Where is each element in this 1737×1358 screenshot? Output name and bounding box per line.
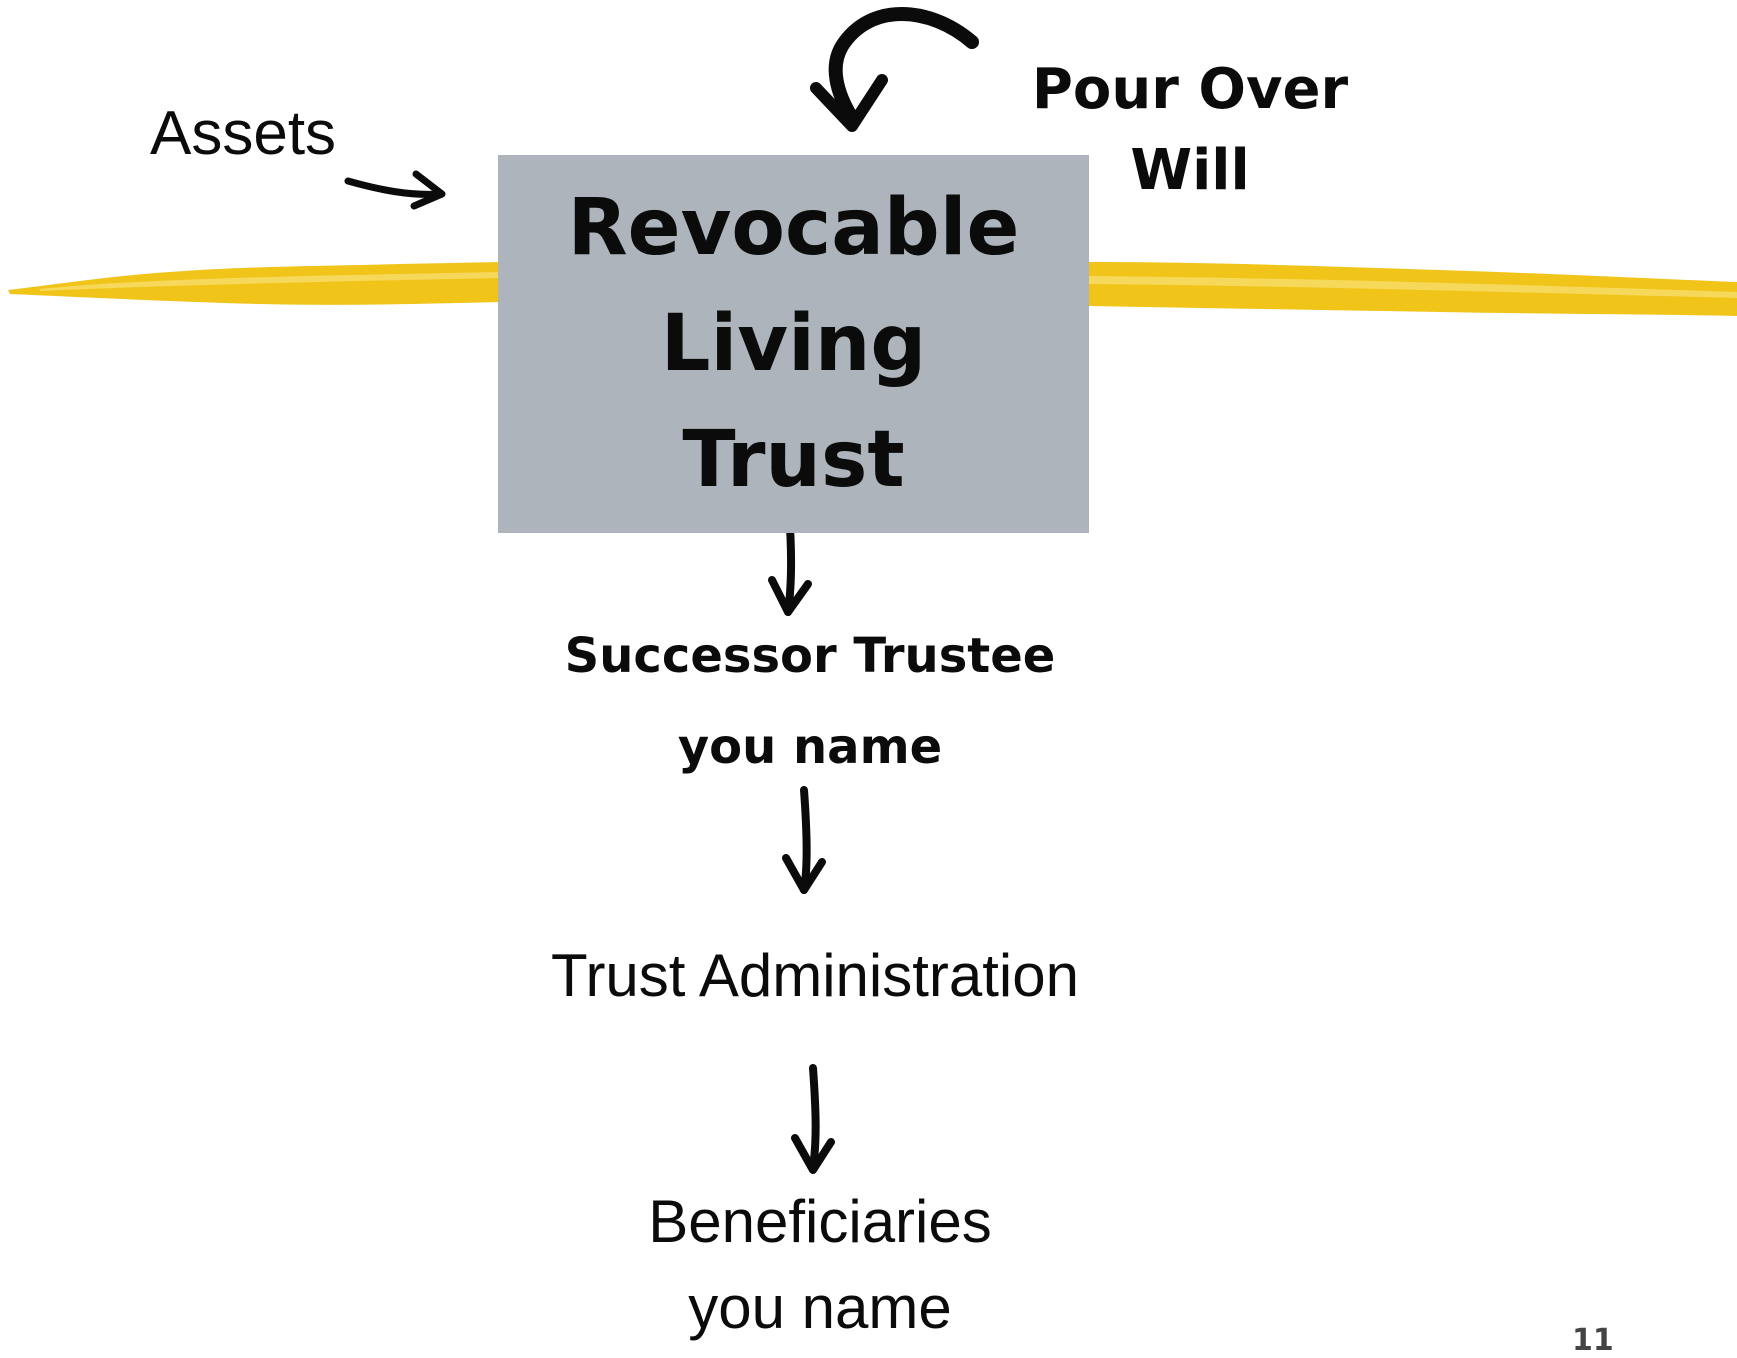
down-arrow-3	[791, 1064, 835, 1174]
trust-box-line-2: Living	[660, 299, 927, 389]
trust-administration-label: Trust Administration	[551, 942, 1079, 1009]
revocable-living-trust-box	[498, 155, 1089, 533]
successor-trustee-name: you name	[677, 719, 943, 775]
assets-label: Assets	[150, 99, 337, 168]
pour-over-will-arrow	[810, 7, 979, 132]
trust-box-line-3: Trust	[682, 415, 905, 505]
yellow-brush-highlight-right	[1089, 276, 1737, 298]
beneficiaries-name: you name	[688, 1274, 952, 1341]
page-number: 11	[1572, 1323, 1614, 1358]
beneficiaries-label: Beneficiaries	[648, 1188, 992, 1255]
yellow-brush-highlight-left	[40, 272, 500, 291]
pour-over-will-line-1: Pour Over	[1031, 57, 1349, 122]
down-arrow-2	[782, 786, 826, 894]
pour-over-will-line-2: Will	[1130, 138, 1250, 203]
trust-box-line-1: Revocable	[567, 183, 1020, 273]
assets-arrow	[344, 170, 446, 210]
successor-trustee-label: Successor Trustee	[564, 628, 1056, 684]
